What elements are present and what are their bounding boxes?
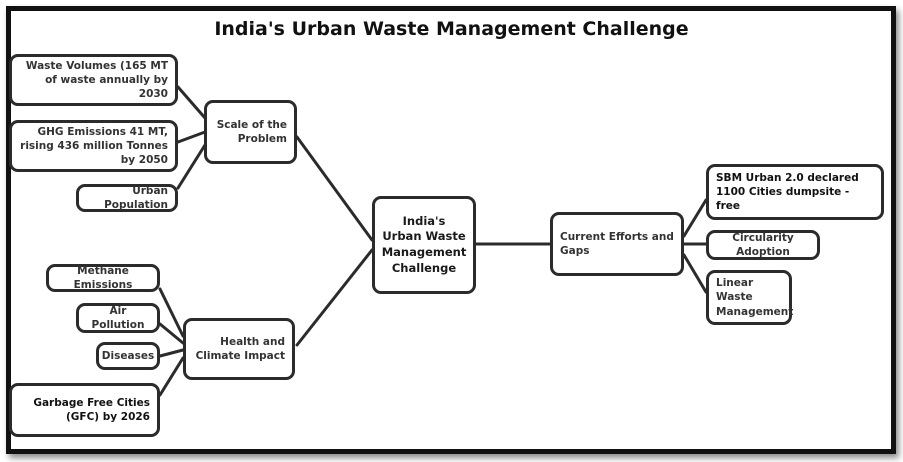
link-center-scale	[295, 135, 374, 242]
node-circularity-adoption: Circularity Adoption	[706, 230, 820, 260]
node-sbm-urban: SBM Urban 2.0 declared 1100 Cities dumps…	[706, 164, 884, 220]
link-center-health	[295, 248, 374, 347]
node-ghg-emissions: GHG Emissions 41 MT, rising 436 million …	[9, 120, 178, 172]
link-health-air	[158, 322, 185, 345]
link-health-methane	[158, 287, 185, 338]
node-diseases: Diseases	[96, 342, 160, 370]
link-scale-pop	[176, 143, 207, 190]
node-gfc: Garbage Free Cities (GFC) by 2026	[9, 383, 160, 437]
link-scale-waste	[176, 85, 207, 120]
node-health-climate: Health and Climate Impact	[183, 318, 295, 380]
node-air-pollution: Air Pollution	[76, 303, 160, 333]
node-scale-of-problem: Scale of the Problem	[204, 100, 297, 164]
link-efforts-linear	[682, 253, 708, 294]
node-current-efforts: Current Efforts and Gaps	[550, 212, 684, 276]
node-urban-population: Urban Population	[76, 184, 178, 212]
node-waste-volumes: Waste Volumes (165 MT of waste annually …	[9, 54, 178, 106]
node-linear-waste: Linear Waste Management	[706, 270, 793, 325]
node-center: India's Urban Waste Management Challenge	[372, 196, 476, 294]
node-methane-emissions: Methane Emissions	[46, 264, 160, 292]
link-scale-ghg	[176, 130, 207, 144]
diagram-title: India's Urban Waste Management Challenge	[214, 18, 689, 40]
link-health-gfc	[158, 356, 185, 397]
link-efforts-sbm	[682, 198, 708, 238]
link-health-diseases	[158, 348, 185, 358]
